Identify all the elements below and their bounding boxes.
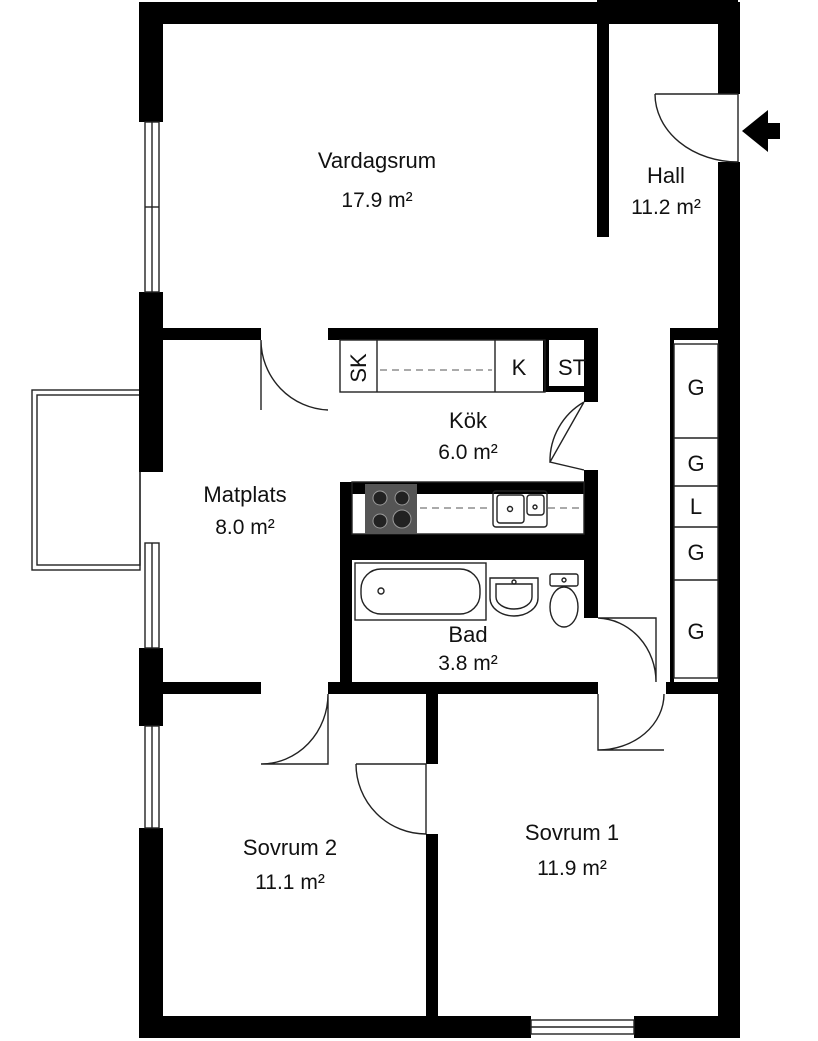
- room-bad-area: 3.8 m²: [438, 652, 498, 675]
- wardrobe-label: G: [687, 375, 704, 400]
- doors: [260, 339, 665, 835]
- kitchen-sink-icon: [492, 490, 548, 528]
- kitchen-upper-counter: SK K ST: [339, 339, 586, 393]
- room-sovrum2-name: Sovrum 2: [243, 835, 337, 860]
- fixture-sk-label: SK: [346, 353, 371, 383]
- door-matplats: [260, 339, 329, 411]
- door-sovrum1: [355, 763, 427, 835]
- door-bad: [597, 617, 657, 683]
- room-kok-name: Kök: [449, 408, 488, 433]
- door-hall-bedroom: [597, 693, 665, 751]
- room-vardagsrum-name: Vardagsrum: [318, 148, 436, 173]
- wardrobes: G G L G G: [673, 343, 719, 679]
- kitchen-lower-counter: [351, 481, 585, 535]
- entrance: [654, 93, 780, 163]
- bathroom-fixtures: [354, 562, 579, 628]
- stove-burner: [392, 509, 412, 529]
- toilet-icon: [549, 573, 579, 628]
- stove-burner: [372, 490, 388, 506]
- stove: [365, 484, 417, 534]
- room-kok-area: 6.0 m²: [438, 441, 498, 464]
- room-vardagsrum-area: 17.9 m²: [341, 189, 412, 212]
- fixture-st-label: ST: [558, 355, 586, 380]
- wardrobe-label: G: [687, 451, 704, 476]
- stove-burner: [394, 490, 410, 506]
- room-matplats-area: 8.0 m²: [215, 516, 275, 539]
- room-hall-name: Hall: [647, 163, 685, 188]
- washbasin-icon: [489, 577, 539, 617]
- room-sovrum1-area: 11.9 m²: [537, 857, 607, 880]
- room-hall-area: 11.2 m²: [631, 196, 701, 219]
- door-sovrum2: [260, 693, 329, 765]
- door-kok: [548, 401, 585, 471]
- bathtub-icon: [354, 562, 487, 621]
- stove-burner: [372, 513, 388, 529]
- fixture-k-label: K: [512, 355, 527, 380]
- room-labels: Vardagsrum 17.9 m² Hall 11.2 m² Kök 6.0 …: [203, 148, 700, 894]
- windows: [144, 121, 635, 1035]
- wardrobe-label: L: [690, 494, 702, 519]
- wardrobe-label: G: [687, 540, 704, 565]
- wardrobe-label: G: [687, 619, 704, 644]
- room-sovrum2-area: 11.1 m²: [255, 871, 325, 894]
- room-matplats-name: Matplats: [203, 482, 286, 507]
- balcony: [31, 389, 141, 571]
- entrance-arrow-icon: [742, 110, 780, 152]
- room-sovrum1-name: Sovrum 1: [525, 820, 619, 845]
- room-bad-name: Bad: [448, 622, 487, 647]
